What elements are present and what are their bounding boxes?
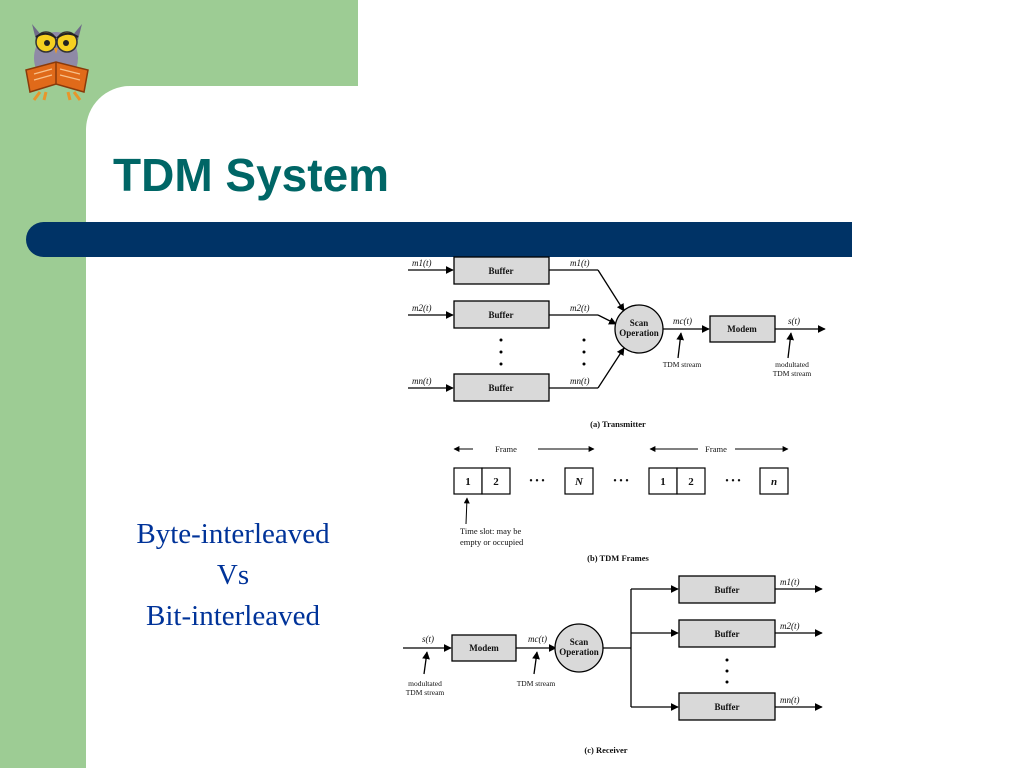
rx-scan-operation-circle (554, 623, 604, 673)
frames-caption: (b) TDM Frames (587, 553, 649, 563)
frame-slot (676, 467, 706, 495)
tx-buffer-output-label-2: m2(t) (570, 303, 590, 313)
frame-slot-label: n (771, 476, 777, 488)
tx-scan-label-line-2: Operation (619, 328, 659, 338)
transmitter-section (408, 266, 826, 392)
tx-buffer-output-label-n: mn(t) (570, 376, 590, 386)
frame-slot (564, 467, 594, 495)
tx-scan-operation-circle (614, 304, 664, 354)
tx-buffer-2 (453, 300, 550, 329)
rx-modem-label: Modem (469, 643, 499, 653)
tx-scan-label-line-1: Scan (630, 318, 649, 328)
tx-caption: (a) Transmitter (590, 419, 646, 429)
timeslot-note-line-2: empty or occupied (460, 537, 524, 547)
receiver-vertical-dots (725, 658, 729, 684)
title-underline-bar (26, 222, 852, 257)
frame-ellipsis: • • • (529, 476, 545, 487)
rx-modulated-label-line-1: modultated (408, 679, 442, 688)
tx-input-label-1: m1(t) (412, 258, 432, 268)
tx-modulated-label-line-2: TDM stream (773, 369, 812, 378)
side-text-line-1: Byte-interleaved (136, 518, 330, 550)
tx-input-label-2: m2(t) (412, 303, 432, 313)
tx-buffer-n (453, 373, 550, 402)
tx-buffer-1-label: Buffer (489, 266, 514, 276)
timeslot-note-line-1: Time slot: may be (460, 526, 522, 536)
tx-input-label-n: mn(t) (412, 376, 432, 386)
rx-scan-label-line-2: Operation (559, 647, 599, 657)
frame-slot (453, 467, 483, 495)
tx-tdm-stream-label: TDM stream (663, 360, 702, 369)
frame-ellipsis: • • • (613, 476, 629, 487)
tx-buffer-n-label: Buffer (489, 383, 514, 393)
frame-ellipsis: • • • (725, 476, 741, 487)
rx-buffer-n-label: Buffer (715, 702, 740, 712)
rx-buffer-n (678, 692, 776, 721)
rx-buffer-1 (678, 575, 776, 604)
tx-modulated-label-line-1: modultated (775, 360, 809, 369)
rx-scan-label-line-1: Scan (570, 637, 589, 647)
interleaving-comparison-text: Byte-interleaved Vs Bit-interleaved (105, 514, 361, 637)
frame-slot-label: 2 (688, 476, 694, 488)
rx-output-label-2: m2(t) (780, 621, 800, 631)
tx-mc-label: mc(t) (673, 316, 692, 326)
slide-title: TDM System (113, 149, 390, 201)
tdm-system-diagram: Buffer Buffer Buffer Scan Operation Mode… (398, 256, 838, 766)
frame-label-2: Frame (705, 444, 727, 454)
rx-buffer-2-label: Buffer (715, 629, 740, 639)
frame-slot-label: N (574, 476, 584, 488)
tx-output-label: s(t) (788, 316, 800, 326)
frame-slot-label: 1 (660, 476, 666, 488)
rx-input-label: s(t) (422, 634, 434, 644)
owl-reading-book-icon (25, 24, 89, 101)
rx-modulated-label-line-2: TDM stream (406, 688, 445, 697)
frame-slot (481, 467, 511, 495)
side-text-line-2: Vs (216, 559, 250, 591)
tx-buffer-output-label-1: m1(t) (570, 258, 590, 268)
slide-content-card (86, 86, 1024, 768)
frame-slot-label: 2 (493, 476, 499, 488)
receiver-section (403, 585, 823, 711)
transmitter-vertical-dots (499, 338, 586, 366)
frame-slot (759, 467, 789, 495)
tx-buffer-1 (453, 256, 550, 285)
frame-slot-label: 1 (465, 476, 471, 488)
tx-modem-box (709, 315, 776, 343)
rx-output-label-n: mn(t) (780, 695, 800, 705)
frame-label-1: Frame (495, 444, 517, 454)
rx-output-label-1: m1(t) (780, 577, 800, 587)
rx-tdm-stream-label: TDM stream (517, 679, 556, 688)
transmitter-buffers: Buffer Buffer Buffer (453, 256, 550, 402)
tx-modem-label: Modem (727, 324, 757, 334)
rx-buffer-1-label: Buffer (715, 585, 740, 595)
rx-mc-label: mc(t) (528, 634, 547, 644)
rx-caption: (c) Receiver (584, 745, 627, 755)
rx-modem-box (451, 634, 517, 662)
receiver-buffers: Buffer Buffer Buffer (678, 575, 776, 721)
frame-slot (648, 467, 678, 495)
side-text-line-3: Bit-interleaved (146, 600, 320, 632)
tdm-frame-slots: 1 2 N 1 2 n (453, 467, 789, 495)
frame-brackets (453, 446, 789, 525)
rx-buffer-2 (678, 619, 776, 648)
tx-buffer-2-label: Buffer (489, 310, 514, 320)
